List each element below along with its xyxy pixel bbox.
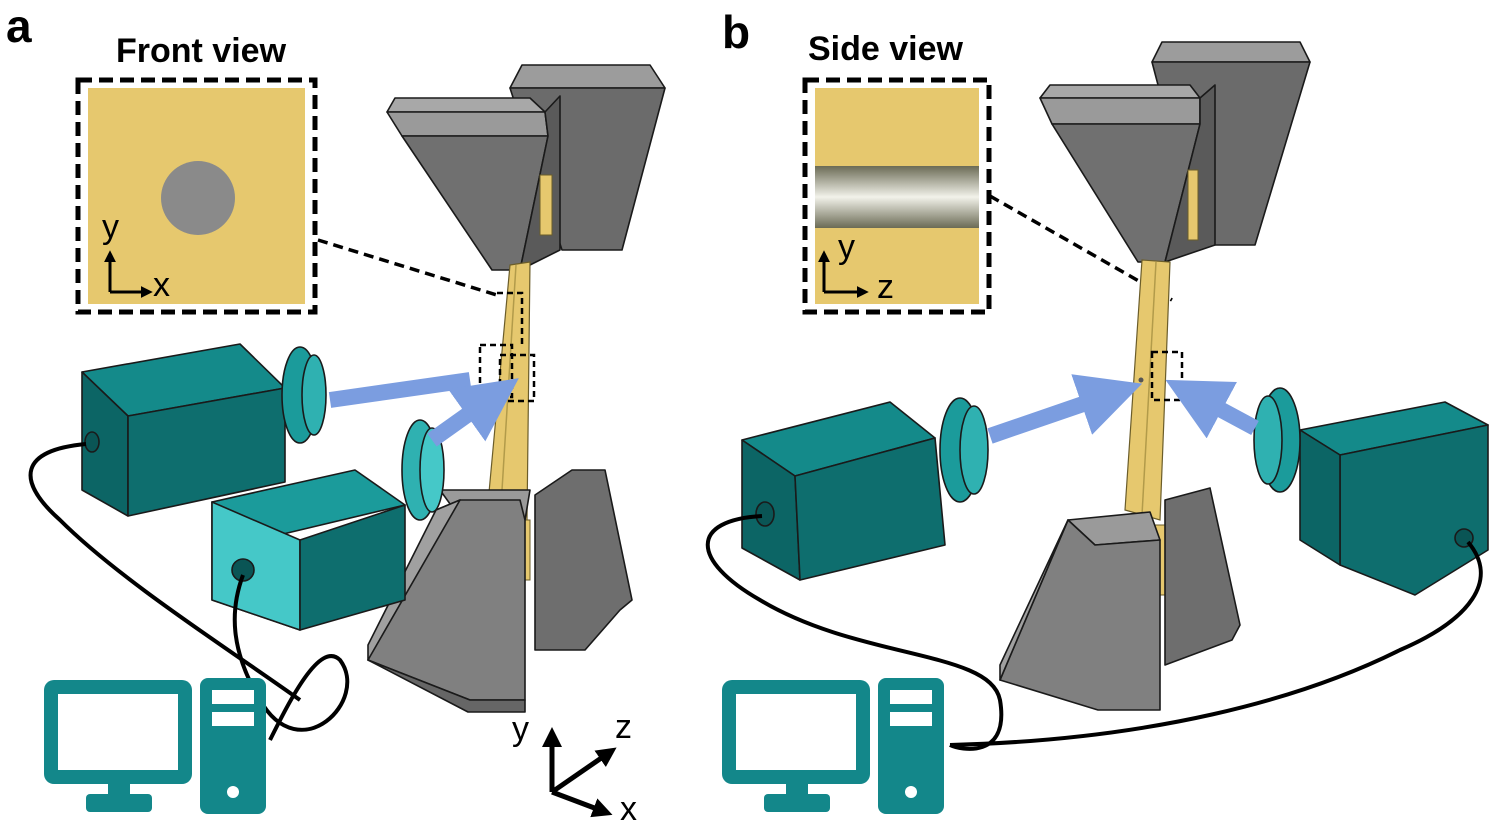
global-x-label: x xyxy=(620,790,637,828)
inset-a-y-label: y xyxy=(102,208,119,246)
lower-grip-b xyxy=(999,487,1241,711)
embedded-particle-b xyxy=(1138,377,1144,383)
inset-axes-a: y x xyxy=(102,208,170,304)
camera-a-rear xyxy=(81,343,327,517)
global-z-label: z xyxy=(615,708,632,746)
front-view-inset: y x xyxy=(75,77,318,315)
inset-b-z-label: z xyxy=(877,268,894,306)
camera-a-front xyxy=(211,419,445,631)
inset-axes-b: y z xyxy=(818,228,894,306)
inset-b-y-label: y xyxy=(838,228,855,266)
inset-a-x-label: x xyxy=(153,266,170,304)
side-view-title: Side view xyxy=(808,30,964,68)
global-axes: y z x xyxy=(512,708,637,828)
panel-b: b Side view y z xyxy=(705,6,1489,814)
computer-b xyxy=(722,678,944,814)
side-view-inset: y z xyxy=(802,77,992,315)
front-view-title: Front view xyxy=(116,32,287,70)
upper-grip-b xyxy=(1039,41,1311,263)
panel-letter-b: b xyxy=(722,6,750,58)
camera-b-right xyxy=(1253,387,1489,596)
camera-b-right-view-ray xyxy=(1165,379,1259,439)
camera-a-rear-view-ray xyxy=(328,372,472,408)
computer-a xyxy=(44,678,266,814)
panel-letter-a: a xyxy=(6,0,32,52)
camera-a-rear-cable xyxy=(28,442,302,702)
camera-b-left xyxy=(741,397,989,581)
lower-grip-a xyxy=(367,469,633,713)
camera-b-left-view-ray xyxy=(987,374,1143,444)
camera-a-front-cable xyxy=(232,574,350,741)
global-y-label: y xyxy=(512,710,529,748)
inset-a-leader-line xyxy=(317,238,501,298)
camera-b-right-cable xyxy=(949,540,1483,747)
embedded-fiber xyxy=(815,166,979,228)
camera-a-front-view-ray xyxy=(427,378,519,447)
inset-b-leader-line xyxy=(989,194,1173,302)
upper-grip-a xyxy=(386,64,666,271)
embedded-particle xyxy=(161,161,235,235)
panel-a: a Front view y x xyxy=(6,0,666,828)
